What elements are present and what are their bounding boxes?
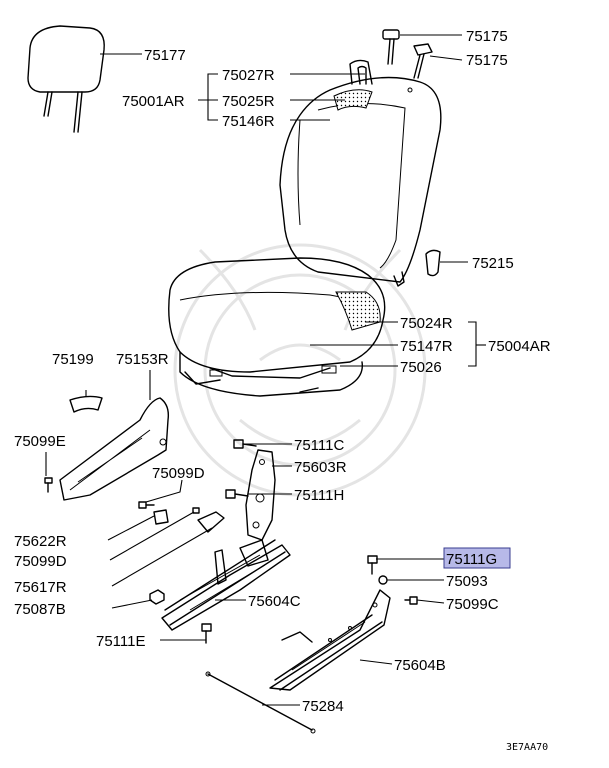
label-75177[interactable]: 75177 bbox=[144, 47, 186, 64]
label-75284[interactable]: 75284 bbox=[302, 698, 344, 715]
bolt-75111H[interactable] bbox=[225, 489, 249, 499]
headrest-guide-1[interactable] bbox=[382, 29, 400, 65]
label-75147R[interactable]: 75147R bbox=[400, 338, 453, 355]
diagram-code: 3E7AA70 bbox=[506, 742, 548, 753]
seat-cushion[interactable] bbox=[168, 257, 386, 397]
label-75099D-a[interactable]: 75099D bbox=[152, 465, 205, 482]
nut-75087B[interactable] bbox=[149, 589, 165, 605]
label-75027R[interactable]: 75027R bbox=[222, 67, 275, 84]
label-75199[interactable]: 75199 bbox=[52, 351, 94, 368]
label-75099D-b[interactable]: 75099D bbox=[14, 553, 67, 570]
bolt-75111E[interactable] bbox=[201, 623, 212, 644]
label-75146R[interactable]: 75146R bbox=[222, 113, 275, 130]
label-75111G[interactable]: 75111G bbox=[446, 551, 497, 568]
label-75099E[interactable]: 75099E bbox=[14, 433, 66, 450]
label-75087B[interactable]: 75087B bbox=[14, 601, 66, 618]
seat-rail-inner[interactable] bbox=[161, 539, 291, 631]
headrest[interactable] bbox=[27, 25, 105, 133]
label-75099C[interactable]: 75099C bbox=[446, 596, 499, 613]
part-labels: 75177 75175 75175 75027R 75001AR 75025R … bbox=[14, 28, 551, 753]
label-75111H[interactable]: 75111H bbox=[294, 487, 344, 504]
label-75025R[interactable]: 75025R bbox=[222, 93, 275, 110]
seat-rail-outer[interactable] bbox=[269, 589, 391, 691]
release-wire[interactable] bbox=[205, 671, 316, 734]
clip-75622R[interactable] bbox=[153, 509, 169, 525]
highlight-box bbox=[443, 547, 511, 569]
screw-75099D-1[interactable] bbox=[138, 501, 155, 509]
cover-75617R[interactable] bbox=[197, 511, 225, 533]
label-75004AR[interactable]: 75004AR bbox=[488, 338, 551, 355]
label-75175-a[interactable]: 75175 bbox=[466, 28, 508, 45]
seat-back[interactable] bbox=[279, 59, 442, 287]
label-75617R[interactable]: 75617R bbox=[14, 579, 67, 596]
screw-75099E[interactable] bbox=[44, 477, 53, 493]
label-75215[interactable]: 75215 bbox=[472, 255, 514, 272]
label-75111C[interactable]: 75111C bbox=[294, 437, 344, 454]
cover-piece-75199[interactable] bbox=[69, 395, 103, 413]
label-75604B[interactable]: 75604B bbox=[394, 657, 446, 674]
label-75093[interactable]: 75093 bbox=[446, 573, 488, 590]
recliner-cover[interactable] bbox=[425, 249, 441, 277]
bolt-75111G[interactable] bbox=[367, 555, 378, 575]
screw-75099C[interactable] bbox=[404, 596, 418, 605]
label-75024R[interactable]: 75024R bbox=[400, 315, 453, 332]
label-75001AR[interactable]: 75001AR bbox=[122, 93, 185, 110]
leader-lines bbox=[45, 34, 486, 706]
label-75622R[interactable]: 75622R bbox=[14, 533, 67, 550]
label-75604C[interactable]: 75604C bbox=[248, 593, 301, 610]
washer-75093[interactable] bbox=[378, 575, 388, 585]
recliner-bracket[interactable] bbox=[245, 449, 276, 541]
label-75026[interactable]: 75026 bbox=[400, 359, 442, 376]
label-75153R[interactable]: 75153R bbox=[116, 351, 169, 368]
side-shield[interactable] bbox=[59, 397, 170, 501]
label-75175-b[interactable]: 75175 bbox=[466, 52, 508, 69]
screw-75099D-2[interactable] bbox=[192, 507, 200, 514]
watermark-emblem bbox=[173, 243, 427, 497]
label-75111E[interactable]: 75111E bbox=[96, 633, 146, 650]
headrest-guide-2[interactable] bbox=[413, 43, 433, 79]
label-75603R[interactable]: 75603R bbox=[294, 459, 347, 476]
